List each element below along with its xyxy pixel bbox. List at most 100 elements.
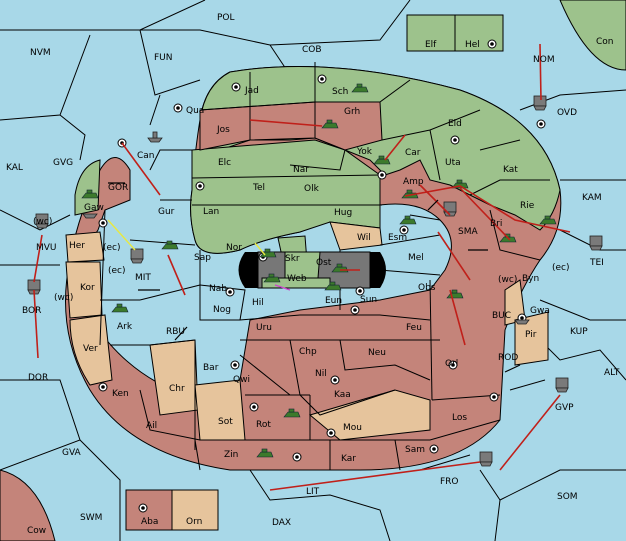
map-label: FUN (154, 53, 173, 63)
sea-labels: POL NVM FUN COB Con NOM OVD KAL GVG GOR … (6, 13, 620, 536)
map-label: Pir (525, 330, 537, 340)
map-label: Grh (344, 107, 360, 117)
fleet-icon (130, 248, 144, 264)
map-label: LIT (306, 487, 320, 497)
army-icon (111, 303, 129, 313)
map-label: Chr (169, 384, 185, 394)
map-label: Gur (158, 207, 175, 217)
map-label: MVU (36, 243, 57, 253)
map-label: SWM (80, 513, 102, 523)
map-label: Yok (356, 147, 373, 157)
region-her[interactable] (65, 231, 105, 263)
map-label: Ver (83, 344, 98, 354)
order-arrows (33, 43, 571, 491)
map-label: POL (217, 13, 235, 23)
map-label: BUC (492, 311, 511, 321)
army-icon (283, 408, 301, 418)
region-gor-green[interactable] (74, 159, 101, 216)
map-label: Car (405, 148, 421, 158)
map-label: Nog (213, 305, 231, 315)
map-label: Ost (316, 258, 332, 268)
region-central-green[interactable] (190, 139, 381, 254)
map-label: Her (69, 241, 85, 251)
army-icon (373, 155, 391, 165)
map-label: Neu (368, 348, 386, 358)
map-label: Bri (490, 219, 502, 229)
map-label: Los (452, 413, 467, 423)
map-label: Tel (252, 183, 265, 193)
map-label: MIT (135, 273, 151, 283)
army-icon (256, 448, 274, 458)
army-icon (499, 233, 517, 243)
coast-tags: (wc) (ec) (wc) (ec) (54, 263, 570, 303)
map-label: Jad (244, 86, 259, 96)
army-icon (161, 240, 179, 250)
map-label: Esm (388, 233, 407, 243)
map-label: Elc (218, 158, 231, 168)
map-label: Zin (224, 450, 238, 460)
region-pir[interactable] (514, 311, 549, 366)
map-label: Web (287, 274, 307, 284)
map-label: RBU (166, 327, 185, 337)
fleet-icon (514, 319, 530, 325)
map-label: Eld (448, 119, 462, 129)
map-label: GVA (62, 448, 82, 458)
fleet-icon (533, 95, 547, 111)
map-label: Elf (425, 40, 437, 50)
map-label: Cow (27, 526, 46, 536)
army-icon (351, 83, 369, 93)
map-label: Kor (80, 283, 95, 293)
army-icon (324, 281, 342, 291)
army-icon (399, 215, 417, 225)
map-label: Rie (520, 201, 535, 211)
map-label: Bar (203, 363, 219, 373)
map-label: Ail (146, 421, 157, 431)
map-label: Nil (315, 369, 327, 379)
map-label: (wc) (54, 293, 73, 303)
region-sot[interactable] (194, 379, 246, 441)
map-label: NOM (533, 55, 555, 65)
map-label: Uru (256, 323, 272, 333)
map-label: Hel (465, 40, 480, 50)
map-label: (ec) (552, 263, 570, 273)
map-label: Can (137, 151, 155, 161)
map-label: Gaw (84, 203, 104, 213)
map-label: KAL (6, 163, 23, 173)
map-label: Gwa (530, 306, 550, 316)
map-label: Byn (522, 274, 539, 284)
fleet-icon (82, 213, 98, 219)
map-label: Olk (304, 184, 320, 194)
map-label: (ec) (103, 243, 121, 253)
map-label: ROD (498, 353, 518, 363)
map-label: OVD (557, 108, 577, 118)
map-label: Nab (209, 284, 227, 294)
army-icon (539, 215, 557, 225)
map-label: Hil (252, 298, 264, 308)
map-label: Nor (226, 243, 242, 253)
map-label: Obs (418, 283, 436, 293)
map-label: (wc) (33, 217, 52, 227)
convoy-arrows (107, 219, 266, 256)
map-label: ALT (604, 368, 620, 378)
map-label: NVM (30, 48, 51, 58)
region-kor-wc[interactable] (65, 261, 103, 319)
map-label: Mel (408, 253, 424, 263)
army-icon (81, 189, 99, 199)
region-ver[interactable] (69, 314, 113, 386)
map-label: Ken (112, 389, 129, 399)
map-label: DAX (272, 518, 291, 528)
map-label: Ark (117, 322, 133, 332)
map-label: Sot (218, 417, 233, 427)
passage-markers (108, 182, 521, 373)
region-mou[interactable] (308, 389, 431, 441)
map-label: GVG (53, 158, 73, 168)
map-label: FRO (440, 477, 459, 487)
army-icon (263, 273, 281, 283)
map-label: Feu (406, 323, 422, 333)
map-label: KUP (570, 327, 588, 337)
map-label: Lan (203, 207, 219, 217)
map-label: Qwi (233, 375, 250, 385)
map-label: Orl (445, 359, 458, 369)
map-label: Eun (325, 296, 342, 306)
map-label: KAM (582, 193, 602, 203)
